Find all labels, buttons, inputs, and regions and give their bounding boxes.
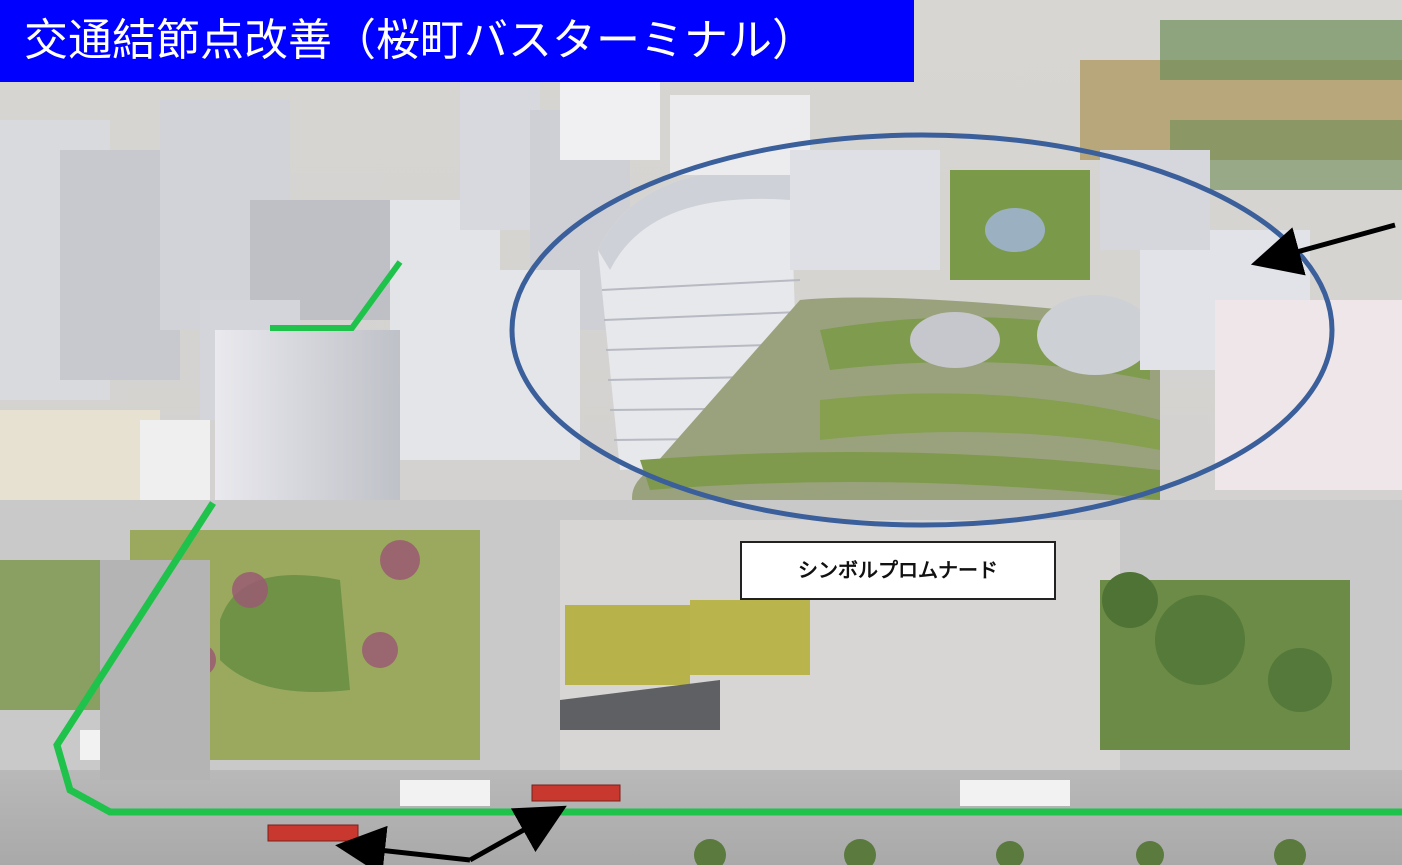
- bus-stop-marker-icon: [267, 824, 359, 842]
- arrow-icon: [335, 825, 471, 865]
- page-title: 交通結節点改善（桜町バスターミナル）: [0, 0, 914, 82]
- arrow-icon: [468, 805, 567, 863]
- bus-route-main: [53, 501, 1402, 816]
- arrow-icon: [1250, 222, 1396, 276]
- bus-route-upper: [270, 260, 403, 331]
- bus-stop-marker-icon: [531, 784, 621, 802]
- bus-terminal-complex: [598, 95, 1402, 520]
- terminal-highlight-ellipse: [509, 132, 1335, 528]
- symbol-promenade-label: シンボルプロムナード: [740, 541, 1056, 600]
